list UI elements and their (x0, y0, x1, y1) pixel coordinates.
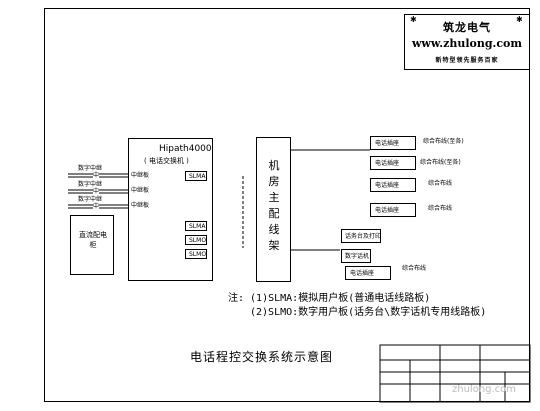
wiring-label-2: 综合布线(至各) (420, 159, 461, 166)
socket-box-2: 电话插座 (370, 156, 416, 170)
watermark: zhulong.com (452, 384, 517, 395)
socket-box-5: 电话插座 (345, 266, 391, 280)
title-block (379, 344, 531, 403)
slma-board-2: SLMA (185, 221, 207, 231)
trunk-label-1: 数字中继 (78, 165, 103, 172)
power-distribution-box: 直流配电柜 (70, 215, 114, 275)
pbx-subtitle: ( 电话交换机 ) (144, 157, 189, 165)
note-line-2: (2)SLMO:数字用户板(话务台\数字话机专用线路板) (250, 307, 487, 318)
company-logo: 筑龙电气 www.zhulong.com 新特型领先服务百家 (404, 14, 530, 70)
wiring-label-5: 综合布线 (402, 265, 427, 272)
trunk-board-3: 中继板 (131, 202, 150, 209)
main-distribution-frame: 机房主配线架 (256, 137, 291, 282)
pbx-name: Hipath4000 (159, 144, 212, 154)
trunk-mid-1: 中 (93, 172, 100, 179)
socket-box-4: 电话插座 (370, 203, 416, 217)
power-box-label: 直流配电柜 (79, 231, 107, 249)
logo-slogan: 新特型领先服务百家 (435, 57, 499, 64)
trunk-mid-3: 中 (93, 203, 100, 210)
wiring-label-1: 综合布线(至各) (423, 138, 464, 145)
drawing-frame (44, 8, 530, 402)
slma-board-1: SLMA (185, 171, 207, 181)
socket-box-3: 电话插座 (370, 178, 416, 192)
logo-url: www.zhulong.com (411, 37, 523, 50)
trunk-board-1: 中继板 (131, 172, 150, 179)
wiring-label-3: 综合布线 (428, 180, 453, 187)
logo-star-left-icon: ✱ (410, 15, 417, 24)
trunk-board-2: 中继板 (131, 187, 150, 194)
logo-star-right-icon: ✱ (516, 15, 523, 24)
mdf-label: 机房主配线架 (268, 159, 280, 252)
note-line-1: 注: (1)SLMA:模拟用户板(普通电话线路板) (228, 293, 431, 304)
trunk-label-2: 数字中继 (78, 181, 103, 188)
trunk-label-3: 数字中继 (78, 196, 103, 203)
slmo-board-2: SLMO (185, 249, 207, 259)
logo-name: 筑龙电气 (443, 21, 491, 34)
socket-box-1: 电话插座 (370, 136, 416, 150)
trunk-mid-2: 中 (93, 188, 100, 195)
digital-phone-box: 数字话机 (341, 249, 371, 263)
pbx-hipath4000: Hipath4000 ( 电话交换机 ) 中继板 中继板 中继板 SLMA SL… (128, 138, 213, 281)
diagram-title: 电话程控交换系统示意图 (190, 350, 334, 364)
slmo-board-1: SLMO (185, 235, 207, 245)
wiring-label-4: 综合布线 (428, 205, 453, 212)
console-printer-box: 话务台及打印 (341, 229, 381, 243)
